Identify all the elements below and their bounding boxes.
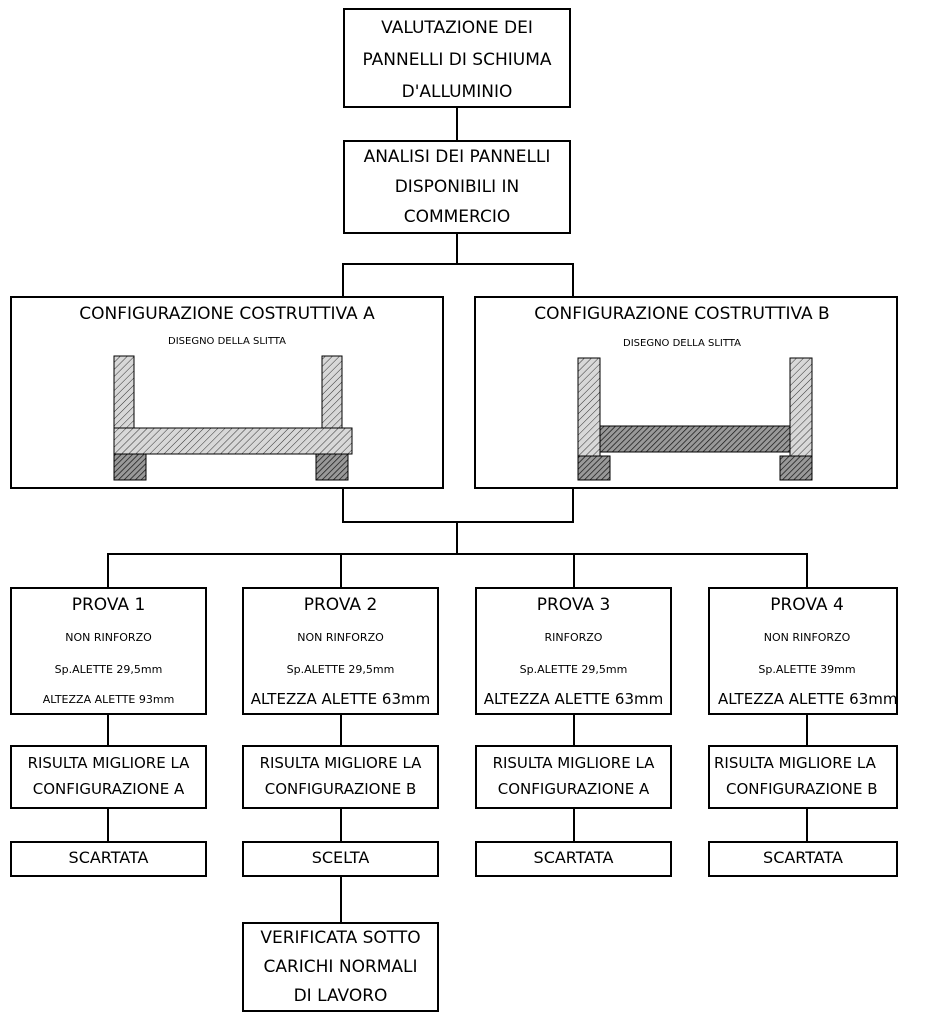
outcome-1-box: SCARTATA [10, 841, 207, 877]
connector-merge-down [456, 521, 458, 554]
configuration-b-title: CONFIGURAZIONE COSTRUTTIVA B [534, 304, 830, 324]
connector-test-1 [107, 553, 109, 588]
configuration-a-drawing [113, 355, 353, 481]
test-4-title: PROVA 4 [770, 595, 844, 615]
evaluation-line-3: D'ALLUMINIO [401, 82, 513, 102]
connector-merge-horizontal [342, 521, 574, 523]
configuration-b-drawing [577, 357, 813, 481]
connector-b-merge [572, 487, 574, 522]
verification-box: VERIFICATA SOTTO CARICHI NORMALI DI LAVO… [242, 922, 439, 1012]
evaluation-line-2: PANNELLI DI SCHIUMA [362, 50, 552, 70]
test-1-reinforcement: NON RINFORZO [65, 631, 152, 644]
connector-split-b [572, 263, 574, 297]
connector-test-4 [806, 553, 808, 588]
connector-choice-verification [340, 875, 342, 923]
result-2-box: RISULTA MIGLIORE LA CONFIGURAZIONE B [242, 745, 439, 809]
test-3-height: ALTEZZA ALETTE 63mm [483, 690, 664, 708]
config-b-right-foot [779, 455, 813, 481]
config-a-left-flange [113, 355, 135, 429]
test-4-box: PROVA 4 NON RINFORZO Sp.ALETTE 39mm ALTE… [708, 587, 898, 715]
config-a-left-foot [113, 453, 147, 481]
config-a-right-foot [315, 453, 349, 481]
connector-a-merge [342, 487, 344, 522]
test-4-height: ALTEZZA ALETTE 63mm [718, 690, 898, 708]
connector-test-2 [340, 553, 342, 588]
configuration-b-subtitle: DISEGNO DELLA SLITTA [623, 338, 741, 349]
test-1-height: ALTEZZA ALETTE 93mm [42, 693, 175, 706]
result-3-line-1: RISULTA MIGLIORE LA [492, 754, 655, 772]
connector-test-3 [573, 553, 575, 588]
config-b-left-foot [577, 455, 611, 481]
result-2-line-2: CONFIGURAZIONE B [264, 780, 417, 798]
test-3-thickness: Sp.ALETTE 29,5mm [519, 663, 628, 676]
test-3-reinforcement: RINFORZO [544, 631, 603, 644]
result-2-line-1: RISULTA MIGLIORE LA [259, 754, 422, 772]
test-3-title: PROVA 3 [536, 595, 611, 615]
verification-line-3: DI LAVORO [293, 986, 388, 1006]
connector-analysis-split [456, 232, 458, 264]
analysis-box: ANALISI DEI PANNELLI DISPONIBILI IN COMM… [343, 140, 571, 234]
outcome-1-label: SCARTATA [68, 848, 149, 867]
result-4-line-1: RISULTA MIGLIORE LA [714, 754, 876, 772]
test-1-thickness: Sp.ALETTE 29,5mm [54, 663, 163, 676]
outcome-2-box: SCELTA [242, 841, 439, 877]
config-b-right-flange [789, 357, 813, 457]
config-a-right-flange [321, 355, 343, 429]
configuration-a-title: CONFIGURAZIONE COSTRUTTIVA A [79, 304, 375, 324]
connector-test4-result [806, 713, 808, 746]
configuration-b-box: CONFIGURAZIONE COSTRUTTIVA B DISEGNO DEL… [474, 296, 898, 489]
connector-tests-horizontal [107, 553, 807, 555]
verification-line-2: CARICHI NORMALI [263, 957, 418, 977]
verification-line-1: VERIFICATA SOTTO [260, 928, 421, 948]
connector-result1-outcome [107, 807, 109, 842]
test-3-box: PROVA 3 RINFORZO Sp.ALETTE 29,5mm ALTEZZ… [475, 587, 672, 715]
result-4-box: RISULTA MIGLIORE LA CONFIGURAZIONE B [708, 745, 898, 809]
outcome-4-box: SCARTATA [708, 841, 898, 877]
config-b-web [599, 425, 791, 453]
outcome-2-label: SCELTA [311, 848, 370, 867]
outcome-3-label: SCARTATA [533, 848, 614, 867]
connector-test3-result [573, 713, 575, 746]
test-2-reinforcement: NON RINFORZO [297, 631, 384, 644]
outcome-4-label: SCARTATA [763, 848, 843, 867]
connector-result2-outcome [340, 807, 342, 842]
evaluation-box: VALUTAZIONE DEI PANNELLI DI SCHIUMA D'AL… [343, 8, 571, 108]
test-1-box: PROVA 1 NON RINFORZO Sp.ALETTE 29,5mm AL… [10, 587, 207, 715]
analysis-line-1: ANALISI DEI PANNELLI [363, 147, 551, 167]
outcome-3-box: SCARTATA [475, 841, 672, 877]
result-3-box: RISULTA MIGLIORE LA CONFIGURAZIONE A [475, 745, 672, 809]
connector-result4-outcome [806, 807, 808, 842]
result-1-line-2: CONFIGURAZIONE A [32, 780, 185, 798]
test-2-box: PROVA 2 NON RINFORZO Sp.ALETTE 29,5mm AL… [242, 587, 439, 715]
result-1-line-1: RISULTA MIGLIORE LA [27, 754, 190, 772]
connector-result3-outcome [573, 807, 575, 842]
test-2-thickness: Sp.ALETTE 29,5mm [286, 663, 395, 676]
connector-split-a [342, 263, 344, 297]
configuration-a-box: CONFIGURAZIONE COSTRUTTIVA A DISEGNO DEL… [10, 296, 444, 489]
connector-test1-result [107, 713, 109, 746]
connector-test2-result [340, 713, 342, 746]
test-1-title: PROVA 1 [71, 595, 146, 615]
result-3-line-2: CONFIGURAZIONE A [497, 780, 650, 798]
config-a-web [113, 427, 353, 455]
analysis-line-2: DISPONIBILI IN [394, 177, 520, 197]
evaluation-line-1: VALUTAZIONE DEI [381, 18, 533, 38]
test-4-thickness: Sp.ALETTE 39mm [758, 663, 856, 676]
config-b-left-flange [577, 357, 601, 457]
connector-split-horizontal [342, 263, 574, 265]
test-2-title: PROVA 2 [303, 595, 378, 615]
test-4-reinforcement: NON RINFORZO [763, 631, 851, 644]
result-4-line-2: CONFIGURAZIONE B [726, 780, 878, 798]
test-2-height: ALTEZZA ALETTE 63mm [250, 690, 431, 708]
result-1-box: RISULTA MIGLIORE LA CONFIGURAZIONE A [10, 745, 207, 809]
analysis-line-3: COMMERCIO [403, 207, 511, 227]
connector-top-analysis [456, 106, 458, 142]
configuration-a-subtitle: DISEGNO DELLA SLITTA [168, 336, 286, 347]
